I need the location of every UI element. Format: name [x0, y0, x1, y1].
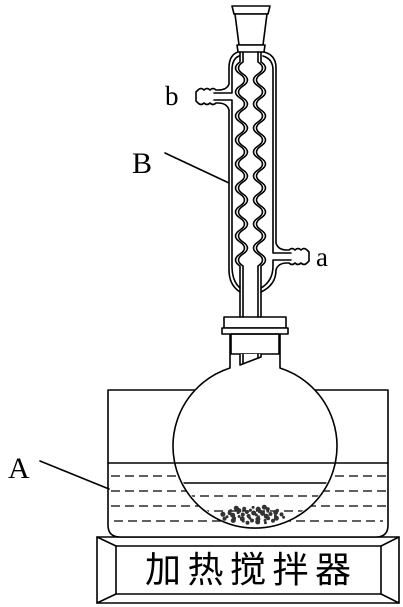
granule: [261, 504, 267, 510]
condenser-jacket-left-wall: [195, 51, 241, 293]
granule: [250, 518, 254, 523]
granule: [248, 516, 252, 520]
label-upper-arm: b: [165, 81, 179, 111]
round-bottom-flask: [172, 333, 338, 529]
granule: [251, 505, 255, 509]
granule: [268, 512, 273, 516]
granule: [225, 515, 229, 519]
granule: [237, 515, 241, 518]
granule: [222, 516, 227, 521]
granule: [233, 505, 239, 511]
flask-liquid: [174, 482, 336, 512]
condenser-top-rim: [231, 5, 271, 15]
diagram-labels: b B a A: [8, 81, 328, 490]
granule: [275, 508, 279, 512]
granule: [255, 506, 261, 512]
granule: [229, 509, 233, 513]
heating-stirrer: 加热搅拌器: [96, 536, 400, 604]
condenser-joint-collar: [236, 44, 266, 53]
bulb-condenser: [195, 5, 310, 318]
granule: [263, 521, 267, 525]
leader-line-condenser: [164, 152, 230, 184]
flask-body: [172, 333, 338, 529]
granule: [251, 510, 257, 516]
stopper-assembly: [221, 316, 289, 366]
inner-tube-left-inner: [237, 51, 249, 318]
tube-end-below-stopper: [239, 353, 262, 366]
heater-inner-panel: [115, 545, 382, 595]
granule: [220, 511, 226, 517]
granule: [282, 515, 286, 519]
flask-neck-lip: [221, 327, 289, 335]
granule: [273, 515, 279, 521]
inner-tube-left-outer: [234, 51, 246, 318]
leader-line-bath: [39, 460, 110, 490]
condenser-jacket-right-inner: [260, 55, 292, 289]
granule: [241, 519, 245, 523]
granule: [245, 520, 250, 525]
granule: [266, 516, 271, 521]
label-condenser: B: [132, 147, 152, 180]
granule: [279, 512, 284, 517]
granule: [249, 508, 252, 512]
condenser-jacket-right-wall: [260, 51, 310, 293]
flask-solid-granules: [220, 504, 286, 525]
granule: [227, 511, 232, 516]
granule: [230, 518, 236, 523]
granule: [265, 507, 270, 512]
heater-bevel-lines: [96, 536, 400, 604]
granule: [240, 512, 245, 517]
inner-tube-right-outer: [255, 51, 267, 318]
heater-outer-frame: [96, 536, 400, 604]
condenser-ground-joint: [234, 13, 268, 46]
granule: [255, 519, 261, 525]
granule: [242, 506, 247, 511]
label-lower-arm: a: [316, 242, 328, 272]
granule: [244, 510, 249, 514]
heater-label: 加热搅拌器: [145, 550, 351, 591]
inner-tube-right-inner: [252, 51, 264, 318]
granule: [271, 518, 275, 523]
stopper-top: [223, 316, 287, 329]
granule: [263, 518, 267, 522]
label-bath: A: [8, 452, 30, 485]
condenser-jacket-left-inner: [213, 55, 241, 289]
